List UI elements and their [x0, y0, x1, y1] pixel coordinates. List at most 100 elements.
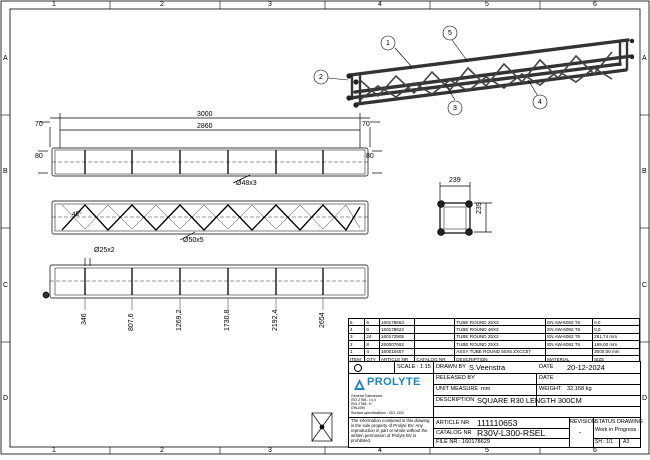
bom-description: TUBE ROUND 25X3: [454, 317, 547, 327]
disclaimer-text: The information contained in this drawin…: [351, 418, 430, 443]
grid-row-b-right: B: [642, 168, 647, 175]
bom-qty: 6: [364, 325, 380, 334]
bom-article: 160178653: [378, 317, 416, 327]
bom-item: 4: [347, 325, 366, 334]
iso-truss-view: [346, 38, 635, 108]
grid-col-3-bottom: 3: [268, 447, 272, 454]
truss-logo-icon: [311, 412, 333, 442]
description-label: DESCRIPTION: [436, 397, 475, 403]
bom-size: 189,00 mm: [592, 340, 640, 349]
article-value: 111110653: [477, 418, 518, 428]
status-value: Work in Progress: [595, 427, 637, 433]
bom-catalog: [414, 317, 456, 327]
bom-description: TUBE ROUND 25X3: [454, 332, 547, 342]
grid-row-d-left: D: [3, 395, 9, 402]
balloon-1: 1: [386, 40, 390, 47]
dim-end-left: 70: [35, 121, 43, 128]
date-value: 20-12-2024: [567, 363, 605, 372]
bottom-view: [42, 258, 369, 310]
grid-col-2-bottom: 2: [160, 447, 164, 454]
grid-col-5-top: 5: [485, 1, 489, 8]
grid-col-3-top: 3: [268, 1, 272, 8]
station-5: 2192,4: [272, 309, 279, 331]
station-2: 807,6: [128, 313, 135, 331]
grid-row-b-left: B: [3, 168, 8, 175]
catalog-label: CATALOG NR: [436, 430, 472, 436]
bom-material: EN AW-6082 T6: [545, 340, 594, 349]
bom-article: 260007692: [378, 340, 416, 349]
dim-end-right: 70: [362, 121, 370, 128]
bom-article: 160178622: [378, 325, 416, 334]
dim-height-left: 80: [35, 153, 43, 160]
unit-value: mm: [481, 386, 491, 392]
catalog-value: R30V-L300-RSEL: [477, 428, 546, 438]
grid-row-d-right: D: [642, 395, 648, 402]
bom-description: ASSY TUBE ROUND 50X5 ZXCC57: [454, 347, 547, 356]
weight-label: WEIGHT: [539, 386, 562, 392]
unit-label: UNIT MEASURE: [436, 386, 479, 392]
front-view: [51, 200, 369, 241]
station-4: 1730,8: [224, 309, 231, 331]
file-value: 160178629: [462, 439, 490, 445]
station-6: 2654: [319, 312, 326, 328]
weight-value: 32,168 kg: [567, 386, 592, 392]
date2-label: DATE: [539, 375, 554, 381]
projection-symbol-icon: [354, 364, 362, 372]
dim-angle: 45°: [72, 211, 82, 218]
section-view: [437, 182, 492, 236]
dim-section-width: 239: [449, 177, 461, 184]
dim-diag-dia: Ø50x5: [183, 237, 204, 244]
grid-row-a-left: A: [3, 55, 8, 62]
bom-material: EN AW-6082 T6: [545, 317, 594, 327]
bom-description: TUBE ROUND 25X3: [454, 340, 547, 349]
bom-article: 160172905: [378, 332, 416, 342]
grid-col-5-bottom: 5: [485, 447, 489, 454]
drawn-by-label: DRAWN BY: [436, 364, 466, 370]
bom-item: 1: [347, 347, 366, 356]
bom-catalog: [414, 325, 456, 334]
bom-material: [545, 347, 594, 356]
station-3: 1269,2: [176, 309, 183, 331]
grid-col-4-bottom: 4: [378, 447, 382, 454]
grid-col-1-top: 1: [52, 1, 56, 8]
bom-article: 160010457: [378, 347, 416, 356]
date-label: DATE: [539, 364, 554, 370]
sheet-number: SH : 1/1: [595, 439, 614, 445]
dim-section-height: 239: [476, 202, 483, 214]
bom-qty: 6: [364, 317, 380, 327]
title-block: SCALE : 1:15 DRAWN BY S.Veenstra DATE 20…: [348, 361, 643, 448]
brand-name: PROLYTE: [367, 376, 421, 388]
drawn-by-value: S.Veenstra: [469, 363, 506, 372]
sheet-size: A3: [623, 439, 630, 445]
bom-item: 2: [347, 340, 366, 349]
bom-size: 0,0: [592, 317, 640, 327]
bom-material: EN AW-6082 T6: [545, 325, 594, 334]
prolyte-logo-icon: [354, 377, 365, 390]
balloon-2: 2: [319, 74, 323, 81]
bom-material: EN AW-6082 T6: [545, 332, 594, 342]
balloon-3: 3: [453, 105, 457, 112]
grid-col-6-bottom: 6: [593, 447, 597, 454]
grid-row-a-right: A: [642, 55, 647, 62]
revision-value: -: [579, 428, 582, 437]
company-info: General Tolerances ISO 2768 - f,c,x ISO …: [351, 394, 405, 415]
dim-total-length: 3000: [197, 111, 213, 118]
file-label: FILE NR :: [436, 439, 461, 445]
grid-col-2-top: 2: [160, 1, 164, 8]
status-label: STATUS DRAWING: [595, 419, 643, 425]
released-by-label: RELEASED BY: [436, 375, 475, 381]
bom-size: 0,0: [592, 325, 640, 334]
balloon-5: 5: [448, 30, 452, 37]
grid-col-1-bottom: 1: [52, 447, 56, 454]
dim-chord-dia: Ø48x3: [236, 180, 257, 187]
grid-row-c-left: C: [3, 282, 9, 289]
station-1: 346: [81, 313, 88, 325]
bom-size: 281,74 mm: [592, 332, 640, 342]
article-label: ARTICLE NR: [436, 420, 470, 426]
